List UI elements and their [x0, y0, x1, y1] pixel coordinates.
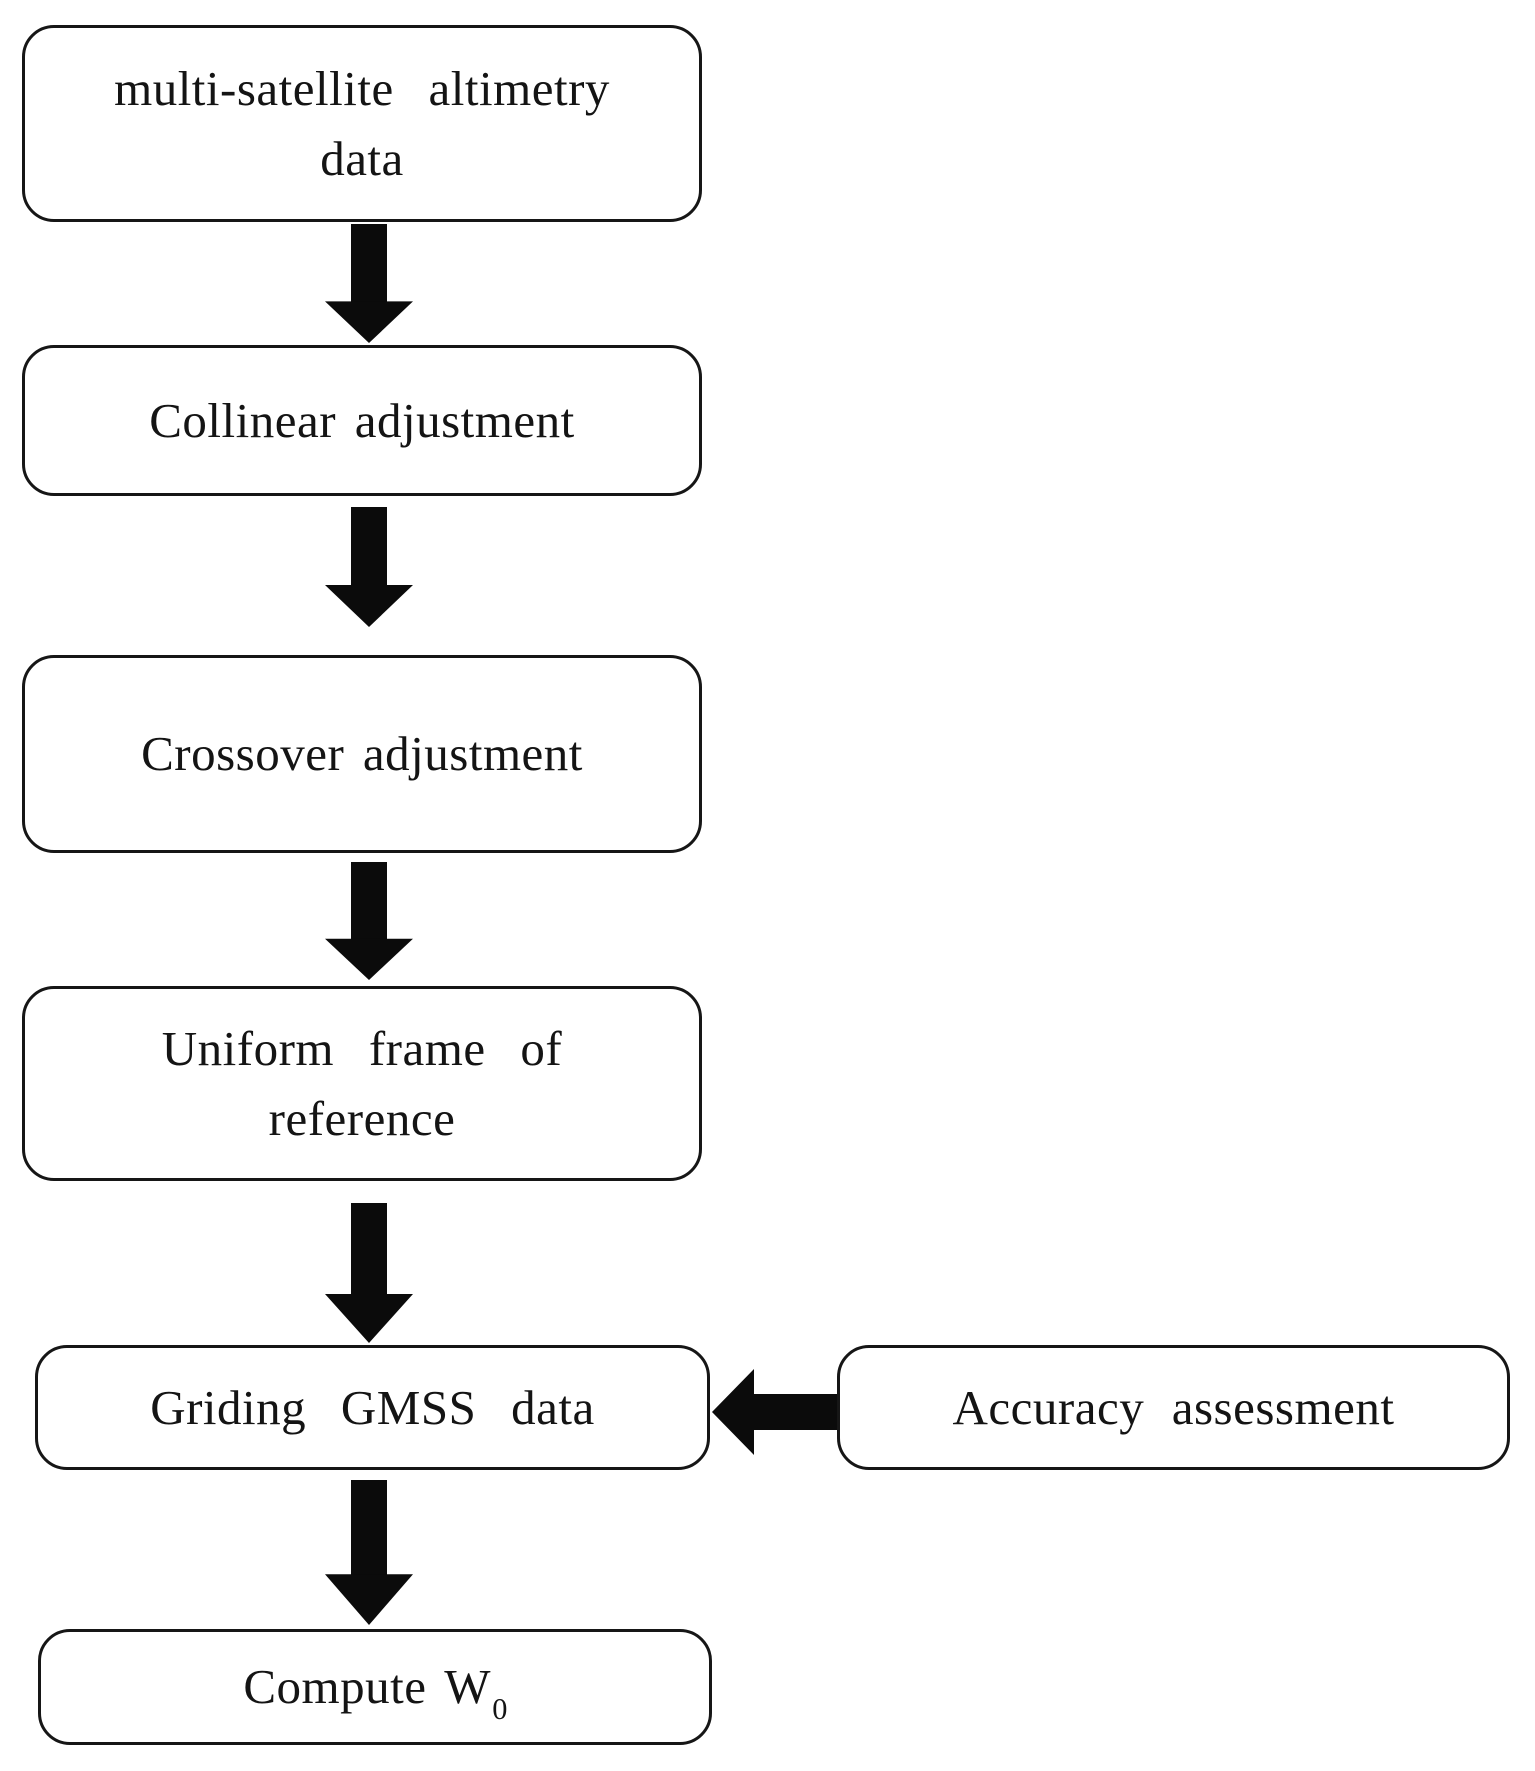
node-multi-satellite-altimetry-data: multi-satellite altimetry data — [22, 25, 702, 222]
node-label-main: Compute W — [243, 1659, 491, 1715]
node-label-subscript: 0 — [492, 1692, 508, 1727]
node-accuracy-assessment: Accuracy assessment — [837, 1345, 1510, 1470]
node-griding-gmss-data: Griding GMSS data — [35, 1345, 710, 1470]
node-label-line-2: reference — [268, 1090, 456, 1146]
down-arrow-icon — [325, 1203, 413, 1343]
node-label-line-1: Uniform frame of — [161, 1020, 563, 1076]
node-label: Uniform frame of reference — [162, 1014, 562, 1153]
node-crossover-adjustment: Crossover adjustment — [22, 655, 702, 853]
node-uniform-frame-of-reference: Uniform frame of reference — [22, 986, 702, 1181]
node-label: Compute W0 — [243, 1652, 507, 1724]
down-arrow-icon — [325, 224, 413, 343]
node-collinear-adjustment: Collinear adjustment — [22, 345, 702, 496]
down-arrow-icon — [325, 1480, 413, 1625]
node-label: Collinear adjustment — [149, 392, 575, 448]
node-label-line-1: multi-satellite altimetry — [114, 60, 610, 116]
node-label-line-2: data — [320, 130, 404, 186]
left-arrow-icon — [712, 1369, 837, 1455]
node-label: Crossover adjustment — [141, 726, 583, 782]
node-label: multi-satellite altimetry data — [114, 54, 610, 193]
node-compute-w0: Compute W0 — [38, 1629, 712, 1745]
down-arrow-icon — [325, 862, 413, 980]
node-label: Accuracy assessment — [952, 1379, 1395, 1435]
node-label: Griding GMSS data — [150, 1379, 595, 1435]
down-arrow-icon — [325, 507, 413, 627]
